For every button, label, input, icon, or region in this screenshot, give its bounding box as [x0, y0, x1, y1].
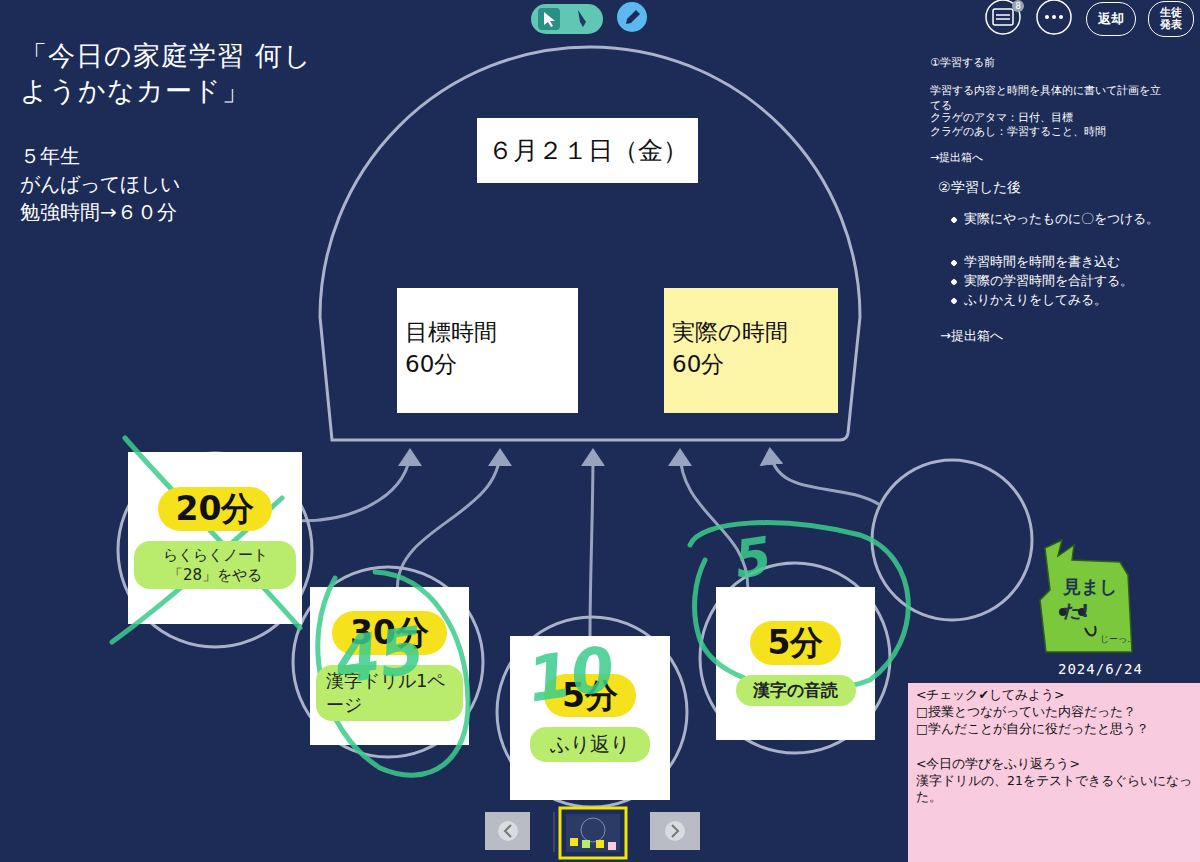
time-pill: 5分	[750, 621, 842, 665]
info-box: 目標時間60分	[397, 288, 578, 413]
box-heading: 目標時間	[405, 316, 570, 348]
bullet-text: 実際にやったものに〇をつける。	[948, 210, 1194, 228]
note-text: 学習する内容と時間を具体的に書いて計画を立てる	[930, 84, 1170, 114]
note-text: →提出箱へ	[940, 327, 1140, 345]
note-text: ②学習した後	[938, 178, 1188, 197]
task-pill: らくらくノート「28」をやる	[134, 541, 296, 590]
note-text: 勉強時間→６０分	[20, 199, 240, 226]
task-card: 5分漢字の音読	[716, 587, 875, 740]
stamp-text: じーっ…	[1100, 633, 1140, 645]
note-line: <今日の学びをふり返ろう>	[916, 756, 1192, 773]
toolbar-button: 生徒 発表	[1148, 1, 1194, 37]
note-line: □授業とつながっていた内容だった？	[916, 704, 1192, 721]
note-text: ①学習する前	[930, 56, 1180, 71]
handwritten-number: 5	[732, 526, 799, 586]
toolbar-button: 返却	[1086, 2, 1136, 36]
note-line: 漢字ドリルの、21をテストできるぐらいになった。	[916, 773, 1192, 807]
box-value: 60分	[405, 348, 570, 380]
note-text: →提出箱へ	[930, 151, 1180, 166]
date-text: ６月２１日（金）	[488, 134, 688, 167]
task-pill: 漢字の音読	[736, 675, 856, 706]
note-line: □学んだことが自分に役だったと思う？	[916, 721, 1192, 738]
count-badge: 8	[1012, 0, 1024, 12]
box-value: 60分	[672, 348, 830, 380]
info-box: 実際の時間60分	[664, 288, 838, 413]
button-label: 生徒 発表	[1158, 7, 1184, 31]
note-text: がんばってほしい	[20, 171, 240, 198]
page-title: 「今日の家庭学習 何しようかなカード」	[20, 38, 340, 108]
note-line: <チェック✔してみよう>	[916, 687, 1192, 704]
bullet-text: 学習時間を時間を書き込む	[948, 253, 1200, 271]
jellyfish-head: ６月２１日（金）目標時間60分実際の時間60分	[318, 45, 862, 445]
stamp-date: 2024/6/24	[1058, 660, 1158, 679]
stamp-text: 見ました!	[1063, 575, 1143, 624]
bullet-text: 実際の学習時間を合計する。	[948, 272, 1200, 290]
time-pill: 20分	[158, 487, 273, 531]
note-text: クラゲのアタマ：日付、目標	[930, 111, 1180, 126]
bullet-text: ふりかえりをしてみる。	[948, 291, 1200, 309]
note-text: クラゲのあし：学習すること、時間	[930, 125, 1180, 140]
task-pill: ふり返り	[530, 727, 650, 762]
arrow-connector	[590, 451, 593, 636]
note-text: ５年生	[20, 143, 220, 170]
box-heading: 実際の時間	[672, 316, 830, 348]
button-label: 返却	[1098, 10, 1124, 28]
info-box: ６月２１日（金）	[477, 118, 698, 183]
arrow-connector	[302, 451, 410, 521]
arrow-connector	[397, 451, 500, 587]
reflection-note: <チェック✔してみよう>□授業とつながっていた内容だった？□学んだことが自分に役…	[908, 683, 1200, 862]
